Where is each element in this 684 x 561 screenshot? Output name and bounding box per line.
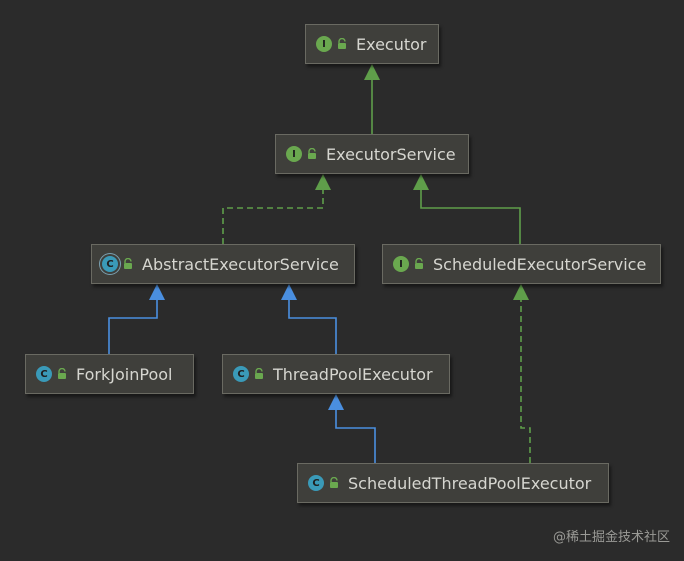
node-executor-service[interactable]: I ExecutorService: [275, 134, 469, 174]
lock-icon: [338, 38, 346, 49]
lock-icon: [308, 148, 316, 159]
lock-icon: [58, 368, 66, 379]
abstract-class-icon: C: [102, 256, 118, 272]
node-abstract-executor-service[interactable]: C AbstractExecutorService: [91, 244, 355, 284]
node-label: ScheduledThreadPoolExecutor: [348, 473, 592, 493]
edge-scheduledthreadpoolexecutor-to-scheduledexecutorservice: [520, 286, 531, 463]
edge-abstractexecutorservice-to-executorservice: [222, 176, 324, 244]
lock-icon: [255, 368, 263, 379]
class-icon: C: [308, 475, 324, 491]
edge-scheduledexecutorservice-to-executorservice: [420, 176, 521, 244]
watermark: @稀土掘金技术社区: [552, 530, 670, 545]
node-label: ScheduledExecutorService: [433, 254, 647, 274]
node-label: Executor: [356, 34, 427, 54]
node-label: ForkJoinPool: [76, 364, 173, 384]
arrowhead: [315, 174, 331, 190]
interface-icon: I: [316, 36, 332, 52]
arrowhead: [513, 284, 529, 300]
arrowhead: [281, 284, 297, 300]
edge-threadpoolexecutor-to-abstractexecutorservice: [288, 286, 337, 354]
lock-icon: [330, 477, 338, 488]
lock-icon: [124, 258, 132, 269]
interface-icon: I: [393, 256, 409, 272]
edge-forkjoinpool-to-abstractexecutorservice: [108, 286, 158, 354]
class-icon: C: [233, 366, 249, 382]
node-scheduled-thread-pool-executor[interactable]: C ScheduledThreadPoolExecutor: [297, 463, 609, 503]
arrowhead: [364, 64, 380, 80]
node-fork-join-pool[interactable]: C ForkJoinPool: [25, 354, 194, 394]
node-label: ThreadPoolExecutor: [273, 364, 433, 384]
arrowhead: [413, 174, 429, 190]
lock-icon: [415, 258, 423, 269]
class-icon: C: [36, 366, 52, 382]
arrowhead: [328, 394, 344, 410]
node-label: AbstractExecutorService: [142, 254, 339, 274]
node-label: ExecutorService: [326, 144, 456, 164]
node-thread-pool-executor[interactable]: C ThreadPoolExecutor: [222, 354, 450, 394]
edge-scheduledthreadpoolexecutor-to-threadpoolexecutor: [335, 396, 376, 463]
interface-icon: I: [286, 146, 302, 162]
arrowhead: [149, 284, 165, 300]
node-scheduled-executor-service[interactable]: I ScheduledExecutorService: [382, 244, 661, 284]
node-executor[interactable]: I Executor: [305, 24, 439, 64]
